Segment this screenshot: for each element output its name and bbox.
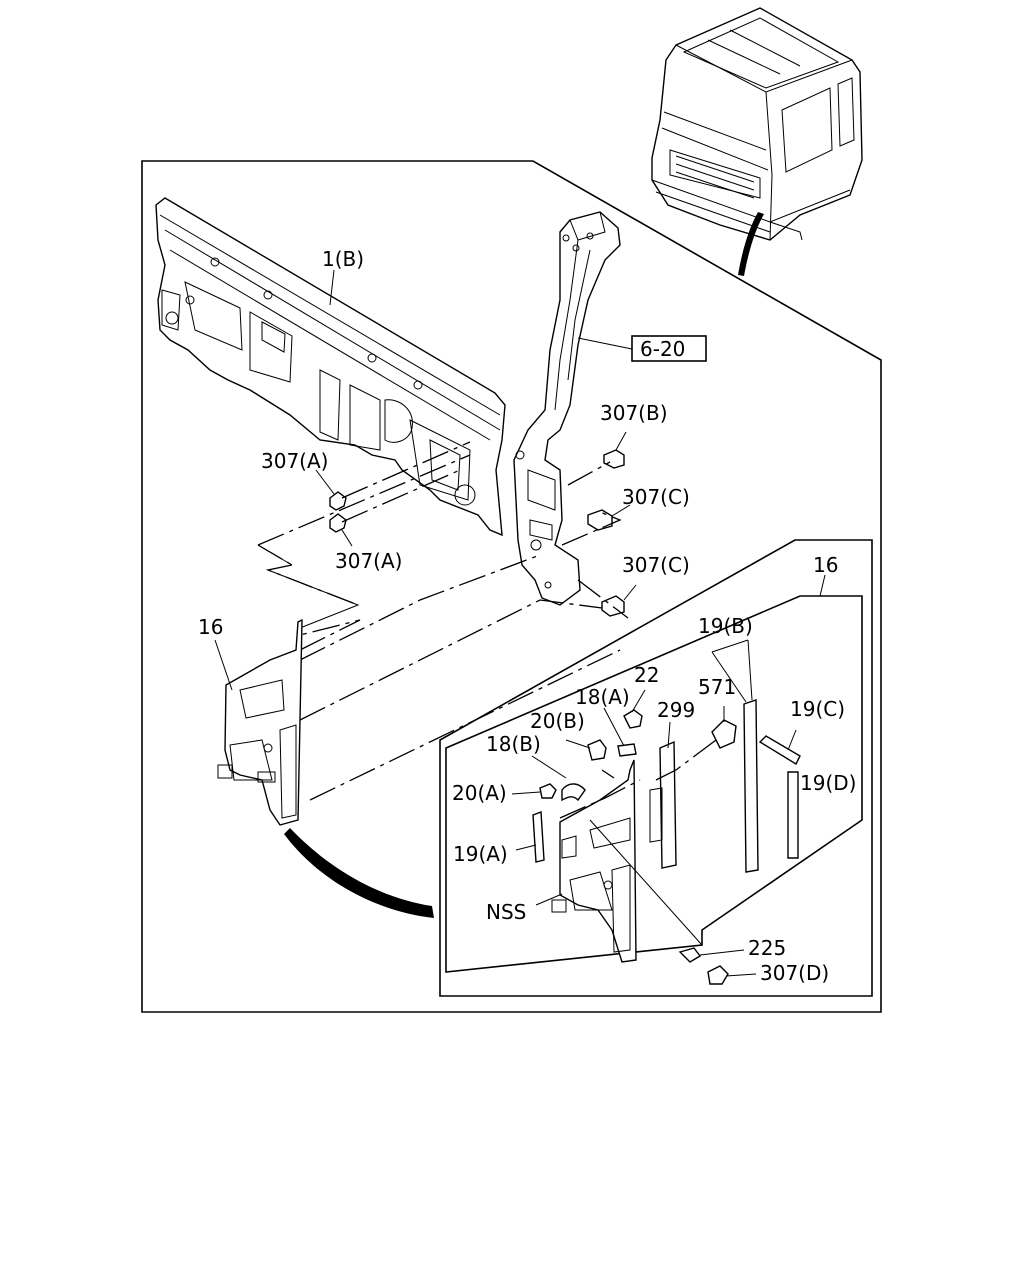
callout-571: 571 xyxy=(698,675,736,699)
ref-box xyxy=(631,335,707,362)
callout-307a-top: 307(A) xyxy=(261,449,328,473)
callout-19b: 19(B) xyxy=(698,614,753,638)
callout-307c-top: 307(C) xyxy=(622,485,690,509)
clip-c-top xyxy=(587,509,613,531)
cab-pointer xyxy=(738,212,764,276)
part-571 xyxy=(711,719,737,749)
trim-left-part xyxy=(217,618,303,826)
callout-nss: NSS xyxy=(486,900,526,924)
detail-leaders xyxy=(511,574,826,977)
callout-307d: 307(D) xyxy=(760,961,829,985)
ref-box-label: 6-20 xyxy=(640,337,685,361)
part-19c xyxy=(758,735,801,765)
callout-19c: 19(C) xyxy=(790,697,845,721)
part-225 xyxy=(678,947,702,963)
callout-307c-bottom: 307(C) xyxy=(622,553,690,577)
truck-cab-illustration xyxy=(651,7,863,241)
part-18a xyxy=(617,743,637,757)
diagram-frame xyxy=(141,160,882,1013)
callout-19d: 19(D) xyxy=(800,771,856,795)
clip-b xyxy=(603,449,625,469)
part-307d xyxy=(707,965,729,985)
part-19b xyxy=(743,699,759,873)
callout-18a: 18(A) xyxy=(575,685,630,709)
detail-inner-frame xyxy=(445,595,863,973)
callout-307b: 307(B) xyxy=(600,401,668,425)
callout-22: 22 xyxy=(634,663,659,687)
callout-16-detail: 16 xyxy=(813,553,838,577)
callout-299: 299 xyxy=(657,698,695,722)
callout-307a-bottom: 307(A) xyxy=(335,549,402,573)
clip-a-top xyxy=(329,491,347,511)
part-19a xyxy=(532,811,545,863)
part-20b xyxy=(587,739,607,761)
callout-1b: 1(B) xyxy=(322,247,364,271)
callout-16-left: 16 xyxy=(198,615,223,639)
dash-panel-part xyxy=(155,197,506,537)
part-20a xyxy=(539,783,557,799)
part-18b xyxy=(561,783,586,802)
part-299 xyxy=(649,740,677,869)
pillar-part xyxy=(513,211,621,606)
detail-frame xyxy=(439,539,873,997)
callout-19a: 19(A) xyxy=(453,842,508,866)
detail-pointer xyxy=(284,828,434,918)
callout-225: 225 xyxy=(748,936,786,960)
clip-a-bottom xyxy=(329,513,347,533)
callout-20b: 20(B) xyxy=(530,709,585,733)
callout-20a: 20(A) xyxy=(452,781,507,805)
callout-18b: 18(B) xyxy=(486,732,541,756)
part-22 xyxy=(623,709,643,729)
trim-detail-part xyxy=(551,759,637,963)
part-19d xyxy=(787,771,799,859)
